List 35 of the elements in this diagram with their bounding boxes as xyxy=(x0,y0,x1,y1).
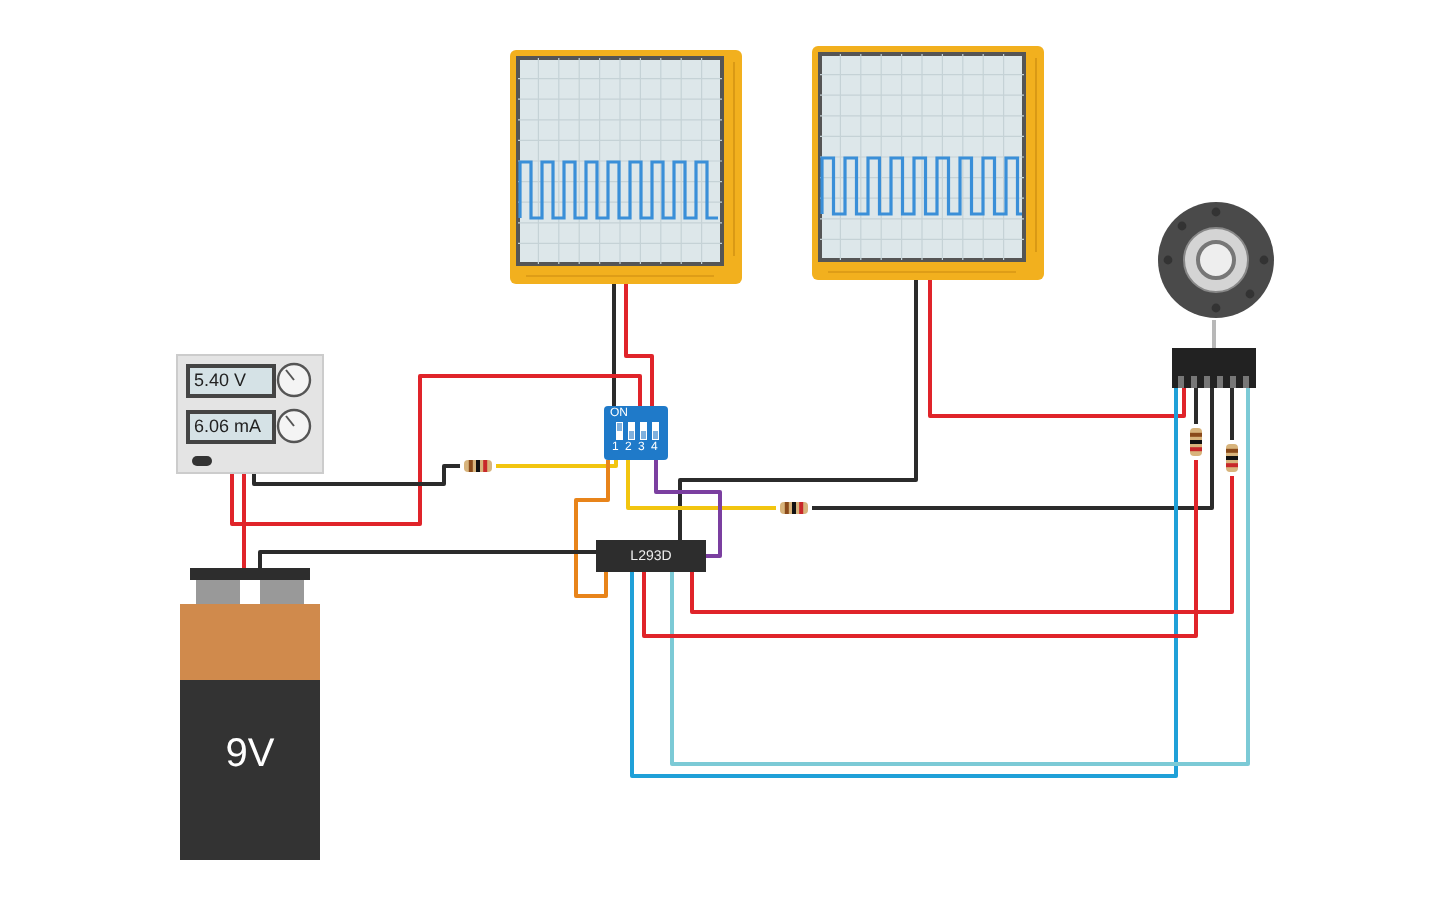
dip-switch xyxy=(604,406,668,460)
resistor xyxy=(460,458,496,474)
wire xyxy=(642,460,1198,638)
oscilloscope-drawing xyxy=(510,50,742,284)
wire xyxy=(242,474,246,568)
wire xyxy=(690,476,1234,614)
wire xyxy=(654,460,722,558)
wire xyxy=(1194,388,1198,424)
resistor xyxy=(776,500,812,516)
wire xyxy=(624,284,654,406)
power-supply xyxy=(176,354,324,474)
wire xyxy=(678,280,918,540)
wire xyxy=(630,388,1178,778)
wire xyxy=(258,550,596,568)
wire xyxy=(252,464,460,486)
oscilloscope-drawing xyxy=(812,46,1044,280)
battery-label: 9V xyxy=(223,732,277,778)
wire xyxy=(230,374,642,526)
wire xyxy=(612,284,616,406)
wire xyxy=(1230,388,1234,440)
wire xyxy=(928,280,1186,418)
wire xyxy=(812,388,1214,510)
current-readout: 6.06 mA xyxy=(186,410,276,444)
resistor xyxy=(1224,440,1240,476)
ic-chip xyxy=(596,540,706,572)
wire xyxy=(574,460,610,598)
connector-header xyxy=(1172,348,1256,388)
voltage-readout: 5.40 V xyxy=(186,364,276,398)
motor-drawing xyxy=(1156,200,1276,320)
wire xyxy=(496,460,618,468)
wire xyxy=(1212,320,1216,348)
resistor xyxy=(1188,424,1204,460)
wire xyxy=(670,388,1250,766)
battery xyxy=(180,568,320,860)
wire xyxy=(626,460,776,510)
